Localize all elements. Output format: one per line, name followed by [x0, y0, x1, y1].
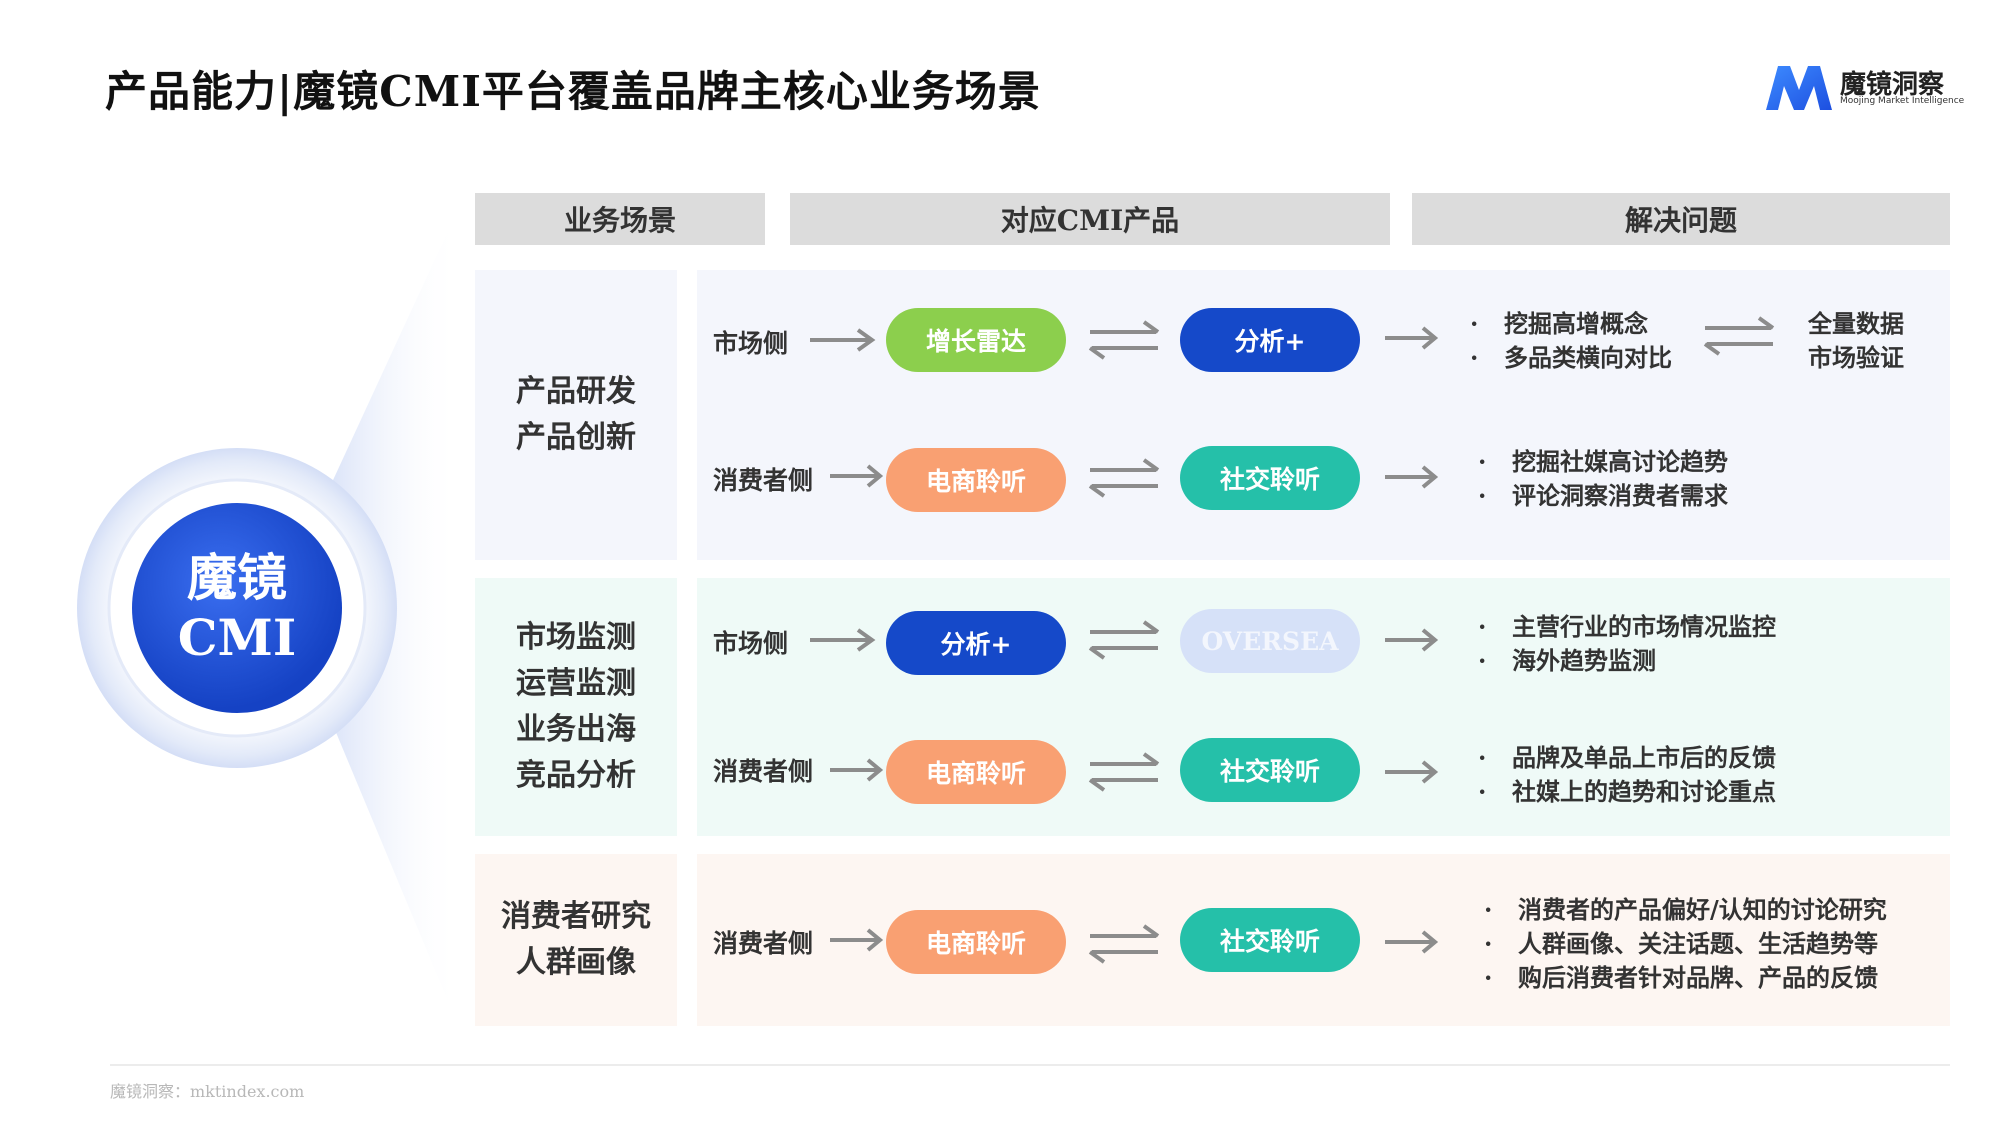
issue-item: 挖掘高增概念 — [1470, 307, 1672, 341]
side-label: 市场侧 — [713, 329, 789, 358]
side-label: 市场侧 — [713, 629, 789, 658]
center-line2: CMI — [177, 608, 297, 667]
fan-decoration — [77, 205, 460, 1030]
center-cmi-label: 魔镜 CMI — [137, 548, 337, 668]
moojing-logo-icon — [1766, 66, 1832, 110]
issue-list: 挖掘高增概念 多品类横向对比 — [1470, 307, 1672, 375]
product-pill-social-listening[interactable]: 社交聆听 — [1180, 738, 1360, 802]
scenario-label: 市场监测 — [516, 620, 636, 655]
arrow-right-icon — [828, 464, 882, 488]
footer-source: 魔镜洞察：mktindex.com — [110, 1082, 305, 1101]
swap-arrows-icon — [1703, 316, 1775, 356]
side-label: 消费者侧 — [713, 757, 814, 786]
arrow-right-icon — [1383, 930, 1437, 954]
scenario-cell-3: 消费者研究 人群画像 — [475, 854, 677, 1026]
scenario-label: 业务出海 — [516, 712, 636, 747]
product-pill-oversea[interactable]: OVERSEA — [1180, 609, 1360, 673]
product-pill-social-listening[interactable]: 社交聆听 — [1180, 908, 1360, 972]
issue-item: 品牌及单品上市后的反馈 — [1478, 741, 1776, 775]
scenario-cell-2: 市场监测 运营监测 业务出海 竞品分析 — [475, 578, 677, 836]
swap-arrows-icon — [1088, 924, 1160, 964]
issue-list: 主营行业的市场情况监控 海外趋势监测 — [1478, 610, 1776, 678]
arrow-right-icon — [808, 328, 874, 352]
scenario-label: 产品研发 — [516, 374, 636, 409]
issue-list: 挖掘社媒高讨论趋势 评论洞察消费者需求 — [1478, 445, 1728, 513]
arrow-right-icon — [1383, 326, 1437, 350]
issue-item: 消费者的产品偏好/认知的讨论研究 — [1484, 893, 1887, 927]
issue-item: 主营行业的市场情况监控 — [1478, 610, 1776, 644]
scenario-label: 人群画像 — [516, 945, 636, 980]
issue-item: 购后消费者针对品牌、产品的反馈 — [1484, 961, 1887, 995]
issue-extra-item: 市场验证 — [1808, 343, 1904, 372]
scenario-label: 消费者研究 — [501, 899, 651, 934]
center-line1: 魔镜 — [187, 548, 287, 607]
scenario-label: 运营监测 — [516, 666, 636, 701]
product-pill-social-listening[interactable]: 社交聆听 — [1180, 446, 1360, 510]
swap-arrows-icon — [1088, 752, 1160, 792]
arrow-right-icon — [808, 628, 874, 652]
issue-extra-item: 全量数据 — [1808, 309, 1904, 338]
header-scenario: 业务场景 — [475, 193, 765, 245]
header-product: 对应CMI产品 — [790, 193, 1390, 245]
product-pill-ecom-listening[interactable]: 电商聆听 — [886, 448, 1066, 512]
logo-name: 魔镜洞察 — [1840, 70, 1945, 100]
page-title: 产品能力|魔镜CMI平台覆盖品牌主核心业务场景 — [105, 67, 1041, 116]
logo-subtitle: Moojing Market Intelligence — [1840, 96, 1965, 106]
arrow-right-icon — [828, 928, 882, 952]
scenario-label: 竞品分析 — [516, 758, 636, 793]
issue-item: 社媒上的趋势和讨论重点 — [1478, 775, 1776, 809]
issue-item: 人群画像、关注话题、生活趋势等 — [1484, 927, 1887, 961]
header-issues: 解决问题 — [1412, 193, 1950, 245]
issue-item: 评论洞察消费者需求 — [1478, 479, 1728, 513]
issue-item: 挖掘社媒高讨论趋势 — [1478, 445, 1728, 479]
product-pill-analysis-plus[interactable]: 分析+ — [886, 611, 1066, 675]
side-label: 消费者侧 — [713, 929, 814, 958]
issue-list: 消费者的产品偏好/认知的讨论研究 人群画像、关注话题、生活趋势等 购后消费者针对… — [1484, 893, 1887, 995]
arrow-right-icon — [1383, 628, 1437, 652]
product-pill-ecom-listening[interactable]: 电商聆听 — [886, 740, 1066, 804]
side-label: 消费者侧 — [713, 466, 814, 495]
arrow-right-icon — [1383, 465, 1437, 489]
issue-extra-list: 全量数据 市场验证 — [1808, 307, 1904, 375]
scenario-cell-1: 产品研发 产品创新 — [475, 270, 677, 560]
swap-arrows-icon — [1088, 458, 1160, 498]
arrow-right-icon — [828, 758, 882, 782]
issue-item: 海外趋势监测 — [1478, 644, 1776, 678]
scenario-label: 产品创新 — [516, 420, 636, 455]
swap-arrows-icon — [1088, 620, 1160, 660]
arrow-right-icon — [1383, 760, 1437, 784]
issue-item: 多品类横向对比 — [1470, 341, 1672, 375]
product-pill-ecom-listening[interactable]: 电商聆听 — [886, 910, 1066, 974]
product-pill-analysis-plus[interactable]: 分析+ — [1180, 308, 1360, 372]
product-pill-growth-radar[interactable]: 增长雷达 — [886, 308, 1066, 372]
swap-arrows-icon — [1088, 320, 1160, 360]
issue-list: 品牌及单品上市后的反馈 社媒上的趋势和讨论重点 — [1478, 741, 1776, 809]
